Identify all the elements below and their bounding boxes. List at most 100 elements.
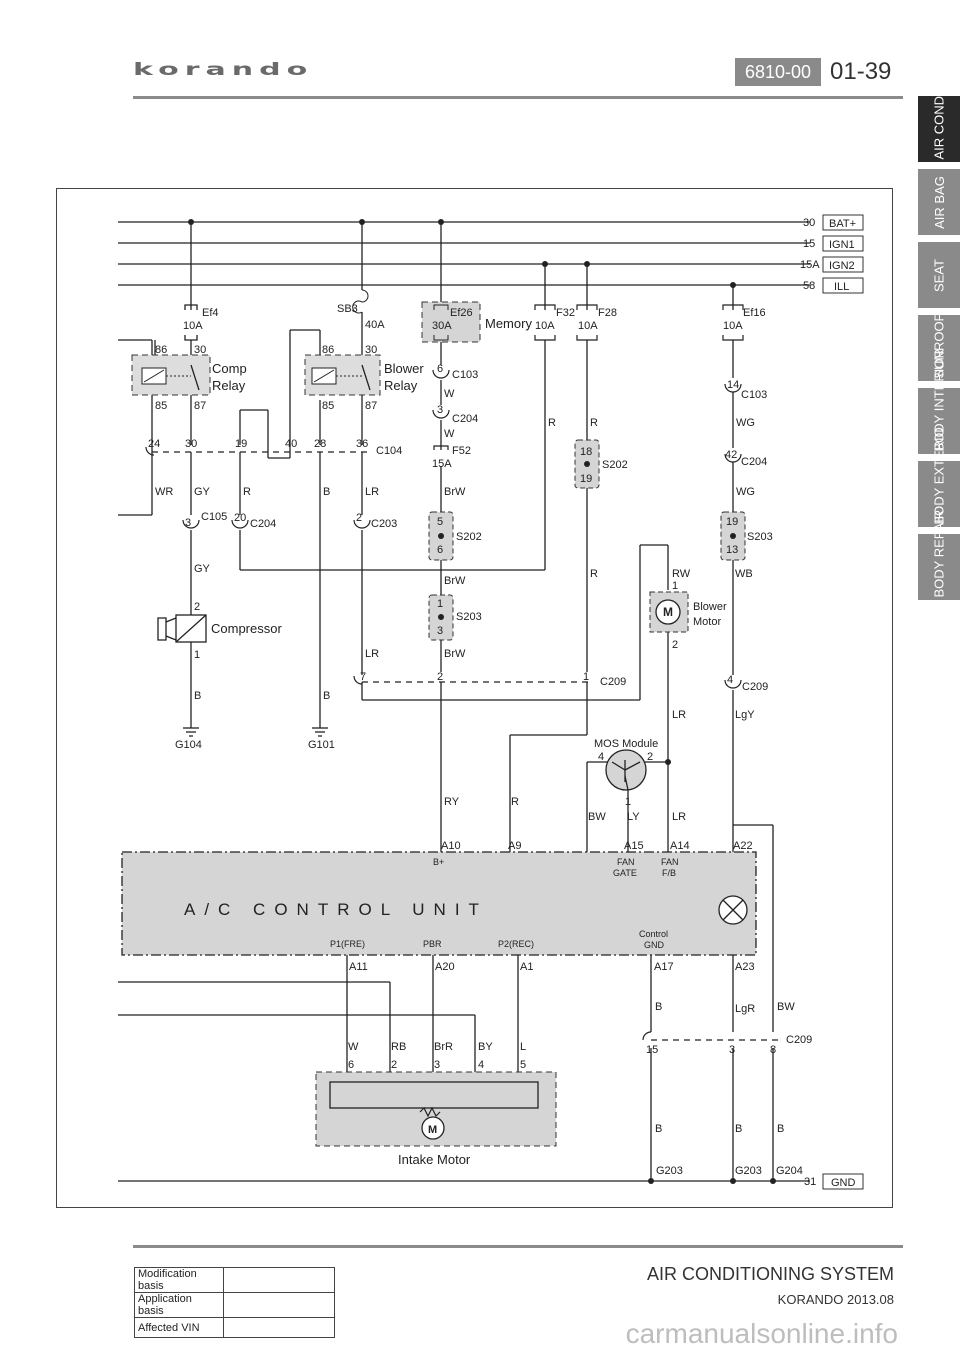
rail-gnd-label: GND	[831, 1177, 856, 1189]
c209-pin: 8	[770, 1044, 776, 1056]
wire-wr: WR	[155, 486, 173, 498]
wire-b: B	[323, 486, 330, 498]
c209-label: C209	[742, 681, 768, 693]
ground-g101: G101	[308, 739, 335, 751]
c209-pin: 3	[729, 1044, 735, 1056]
ac-control-unit-box	[121, 851, 757, 956]
rail-58-num: 58	[803, 280, 815, 292]
footer-subtitle: KORANDO 2013.08	[777, 1292, 894, 1307]
ef26-label: Ef26	[450, 307, 473, 319]
brand-logo: korando	[133, 60, 314, 80]
acu-p1: P1(FRE)	[330, 939, 365, 949]
ef26-fuse-box	[421, 301, 481, 343]
ground-g204: G204	[776, 1165, 803, 1177]
ground-g203: G203	[656, 1165, 683, 1177]
table-label: Application basis	[134, 1292, 224, 1318]
acu-ctrl-gnd: GND	[644, 940, 665, 950]
mos-pin: 1	[625, 796, 631, 808]
mos-pin: 4	[598, 751, 604, 763]
rail-15a-num: 15A	[800, 259, 820, 271]
side-tab-body-exterior[interactable]: BODY EXTERIO	[918, 427, 960, 527]
side-tab-air-bag[interactable]: AIR BAG	[918, 169, 960, 235]
wire-r: R	[243, 486, 251, 498]
c209-pin: 7	[360, 671, 366, 683]
side-tabs: AIR CONDITIO AIR BAG SEAT SUNROOF BODY I…	[918, 70, 960, 607]
s202-pin: 5	[437, 516, 443, 528]
intake-pin: 4	[478, 1059, 484, 1071]
blower-motor-symbol: M	[663, 605, 673, 619]
wire-w: W	[348, 1041, 359, 1053]
c103-label: C103	[741, 389, 767, 401]
blower-motor-label: Blower	[693, 601, 727, 613]
wire-rb: RB	[391, 1041, 406, 1053]
c103-pin: 6	[437, 363, 443, 375]
wire-wg: WG	[736, 486, 755, 498]
ground-g203: G203	[735, 1165, 762, 1177]
s202-pin: 19	[580, 473, 592, 485]
s202-label: S202	[456, 531, 482, 543]
side-tab-body-interior[interactable]: BODY INTERIOR	[918, 349, 960, 454]
wire-l: L	[520, 1041, 526, 1053]
c105-label: C105	[201, 511, 227, 523]
c204-label: C204	[452, 413, 478, 425]
page-number: 01-39	[830, 58, 892, 85]
s202-label: S202	[602, 459, 628, 471]
intake-pin: 5	[520, 1059, 526, 1071]
s203-label: S203	[456, 611, 482, 623]
c204-label: C204	[741, 456, 767, 468]
acu-pbr: PBR	[423, 939, 442, 949]
acu-ctrl-gnd: Control	[639, 929, 668, 939]
rail-ill-label: ILL	[834, 281, 849, 293]
wire-gy: GY	[194, 563, 211, 575]
comp-relay-pin: 85	[155, 400, 167, 412]
c103-pin: 14	[727, 379, 739, 391]
intake-pin: 2	[391, 1059, 397, 1071]
table-label: Affected VIN	[134, 1317, 224, 1338]
s203-pin: 19	[726, 516, 738, 528]
wire-b: B	[194, 690, 201, 702]
intake-pin: 6	[348, 1059, 354, 1071]
f52-amp: 15A	[432, 458, 452, 470]
c204-pin: 20	[234, 512, 246, 524]
intake-pin: 3	[434, 1059, 440, 1071]
s202-pin: 6	[437, 544, 443, 556]
acu-pin-a1: A1	[520, 961, 533, 973]
side-tab-body-repair[interactable]: BODY REPAIR	[918, 509, 960, 600]
wire-ry: RY	[444, 796, 460, 808]
c204-pin: 42	[725, 449, 737, 461]
side-tab-air-conditioning[interactable]: AIR CONDITIO	[918, 70, 960, 162]
acu-fan-gate: FAN	[617, 857, 635, 867]
section-code-badge: 6810-00	[735, 58, 821, 86]
side-tab-sunroof[interactable]: SUNROOF	[918, 313, 960, 381]
c204-pin: 3	[437, 404, 443, 416]
wire-b: B	[777, 1123, 784, 1135]
side-tab-seat[interactable]: SEAT	[918, 242, 960, 308]
acu-pin-a11: A11	[349, 961, 368, 973]
acu-fan-fb: F/B	[662, 868, 676, 878]
header-rule	[133, 96, 903, 99]
c104-pin: 40	[285, 438, 297, 450]
compressor-pin: 1	[194, 649, 200, 661]
c104-pin: 24	[148, 438, 160, 450]
acu-pin-a20: A20	[435, 961, 455, 973]
intake-motor-icon	[421, 1116, 445, 1140]
comp-relay	[131, 354, 211, 396]
wire-lr: LR	[672, 709, 686, 721]
wire-r: R	[511, 796, 519, 808]
c209-pin: 1	[583, 671, 589, 683]
sb3-label: SB3	[337, 303, 358, 315]
f28-label: F28	[598, 307, 617, 319]
c104-label: C104	[376, 445, 402, 457]
blower-pin: 2	[672, 639, 678, 651]
blower-relay-pin: 86	[322, 344, 334, 356]
f52-label: F52	[452, 445, 471, 457]
c209-label: C209	[600, 676, 626, 688]
acu-pin-a22: A22	[733, 840, 753, 852]
compressor-icon	[157, 614, 207, 643]
sb3-amp: 40A	[365, 319, 385, 331]
ef16-label: Ef16	[743, 307, 766, 319]
wire-lgy: LgY	[735, 709, 755, 721]
blower-relay-pin: 85	[322, 400, 334, 412]
c105-pin: 3	[185, 517, 191, 529]
